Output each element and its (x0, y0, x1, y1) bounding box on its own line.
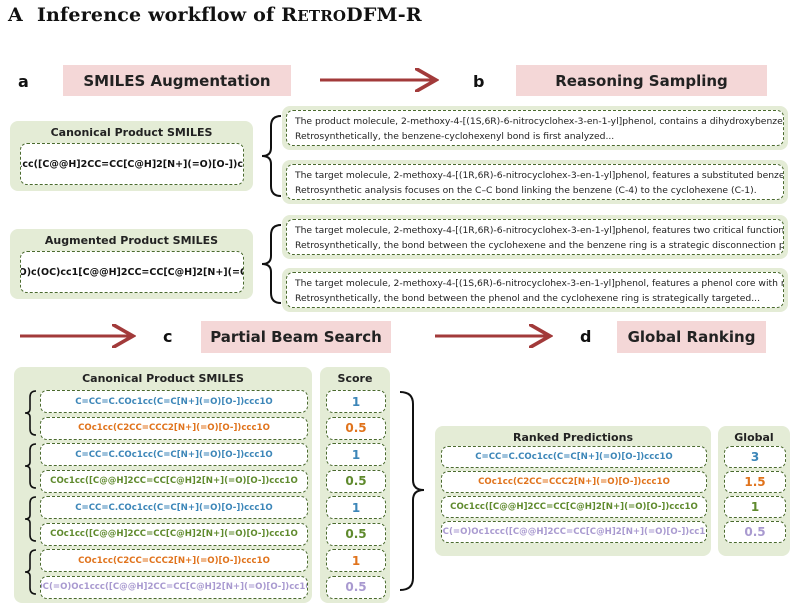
canonical-smiles-title: Canonical Product SMILES (50, 126, 213, 139)
title-name-b: ETRO (297, 7, 347, 25)
reasoning-card-2: The target molecule, 2-methoxy-4-[(1R,6R… (282, 160, 788, 204)
canonical-smiles-card: Canonical Product SMILES COc1cc([C@@H]2C… (10, 121, 253, 191)
reasoning-line: Retrosynthetically, the benzene-cyclohex… (295, 131, 615, 142)
augmented-smiles-title: Augmented Product SMILES (44, 234, 219, 247)
reasoning-line: The target molecule, 2-methoxy-4-[(1R,6R… (295, 225, 784, 236)
title-name-a: R (281, 4, 298, 26)
reasoning-line: The target molecule, 2-methoxy-4-[(1S,6R… (295, 278, 784, 289)
beam-score-6: 0.5 (326, 522, 386, 546)
reasoning-line: Retrosynthetically, the bond between the… (295, 240, 784, 251)
augmented-smiles-value: c1cc(O)c(OC)cc1[C@@H]2CC=CC[C@H]2[N+](=O… (20, 251, 244, 293)
reasoning-card-3: The target molecule, 2-methoxy-4-[(1R,6R… (282, 215, 788, 259)
brace-beam-to-ranking (399, 391, 425, 591)
beam-score-7: 1 (326, 549, 386, 572)
beam-smiles-8: COC(=O)Oc1ccc([C@@H]2CC=CC[C@H]2[N+](=O)… (40, 575, 308, 599)
reasoning-card-4: The target molecule, 2-methoxy-4-[(1S,6R… (282, 268, 788, 312)
reasoning-text-1: The product molecule, 2-methoxy-4-[(1S,6… (286, 110, 784, 146)
step-b-letter: b (473, 72, 485, 91)
title-name-c: DFM-R (346, 4, 422, 26)
rank-smiles-4: COC(=O)Oc1ccc([C@@H]2CC=CC[C@H]2[N+](=O)… (441, 521, 707, 543)
step-a-label: SMILES Augmentation (63, 65, 291, 96)
beam-group-brace-3 (24, 496, 37, 542)
reasoning-line: Retrosynthetic analysis focuses on the C… (295, 185, 757, 196)
reasoning-line: The product molecule, 2-methoxy-4-[(1S,6… (295, 116, 784, 127)
step-c-label: Partial Beam Search (201, 321, 391, 353)
beam-group-brace-2 (24, 443, 37, 489)
reasoning-line: The target molecule, 2-methoxy-4-[(1R,6R… (295, 170, 784, 181)
panel-letter: A (8, 4, 23, 26)
beam-smiles-7: COc1cc(C2CC=CCC2[N+](=O)[O-])ccc1O (40, 549, 308, 572)
beam-smiles-title: Canonical Product SMILES (82, 372, 244, 385)
reasoning-text-4: The target molecule, 2-methoxy-4-[(1S,6R… (286, 272, 784, 308)
beam-smiles-2: COc1cc(C2CC=CCC2[N+](=O)[O-])ccc1O (40, 416, 308, 440)
beam-score-title: Score (337, 372, 373, 385)
beam-group-brace-1 (24, 390, 37, 436)
canonical-smiles-value: COc1cc([C@@H]2CC=CC[C@H]2[N+](=O)[O-])cc… (20, 143, 244, 185)
beam-score-3: 1 (326, 443, 386, 466)
brace-canonical (261, 115, 282, 197)
reasoning-card-1: The product molecule, 2-methoxy-4-[(1S,6… (282, 106, 788, 150)
beam-smiles-1: C=CC=C.COc1cc(C=C[N+](=O)[O-])ccc1O (40, 390, 308, 413)
beam-score-4: 0.5 (326, 469, 386, 493)
rank-score-3: 1 (724, 496, 786, 518)
rank-score-1: 3 (724, 446, 786, 468)
augmented-smiles-card: Augmented Product SMILES c1cc(O)c(OC)cc1… (10, 229, 253, 299)
beam-group-brace-4 (24, 549, 37, 595)
beam-score-5: 1 (326, 496, 386, 519)
figure-title: A Inference workflow of RETRODFM-R (8, 4, 422, 26)
beam-score-8: 0.5 (326, 575, 386, 599)
title-prefix: Inference workflow of (36, 4, 282, 26)
rank-smiles-3: COc1cc([C@@H]2CC=CC[C@H]2[N+](=O)[O-])cc… (441, 496, 707, 518)
step-a-letter: a (18, 72, 29, 91)
beam-smiles-6: COc1cc([C@@H]2CC=CC[C@H]2[N+](=O)[O-])cc… (40, 522, 308, 546)
rank-score-2: 1.5 (724, 471, 786, 493)
rank-score-4: 0.5 (724, 521, 786, 543)
reasoning-text-2: The target molecule, 2-methoxy-4-[(1R,6R… (286, 164, 784, 200)
step-d-label: Global Ranking (617, 321, 766, 353)
ranked-predictions-title: Ranked Predictions (513, 431, 633, 444)
beam-smiles-4: COc1cc([C@@H]2CC=CC[C@H]2[N+](=O)[O-])cc… (40, 469, 308, 493)
rank-smiles-1: C=CC=C.COc1cc(C=C[N+](=O)[O-])ccc1O (441, 446, 707, 468)
beam-smiles-5: C=CC=C.COc1cc(C=C[N+](=O)[O-])ccc1O (40, 496, 308, 519)
rank-smiles-2: COc1cc(C2CC=CCC2[N+](=O)[O-])ccc1O (441, 471, 707, 493)
reasoning-line: Retrosynthetically, the bond between the… (295, 293, 761, 304)
step-b-label: Reasoning Sampling (516, 65, 767, 96)
brace-augmented (261, 224, 282, 304)
step-d-letter: d (580, 327, 592, 346)
reasoning-text-3: The target molecule, 2-methoxy-4-[(1R,6R… (286, 219, 784, 255)
beam-smiles-3: C=CC=C.COc1cc(C=C[N+](=O)[O-])ccc1O (40, 443, 308, 466)
step-c-letter: c (163, 327, 173, 346)
beam-score-2: 0.5 (326, 416, 386, 440)
beam-score-1: 1 (326, 390, 386, 413)
